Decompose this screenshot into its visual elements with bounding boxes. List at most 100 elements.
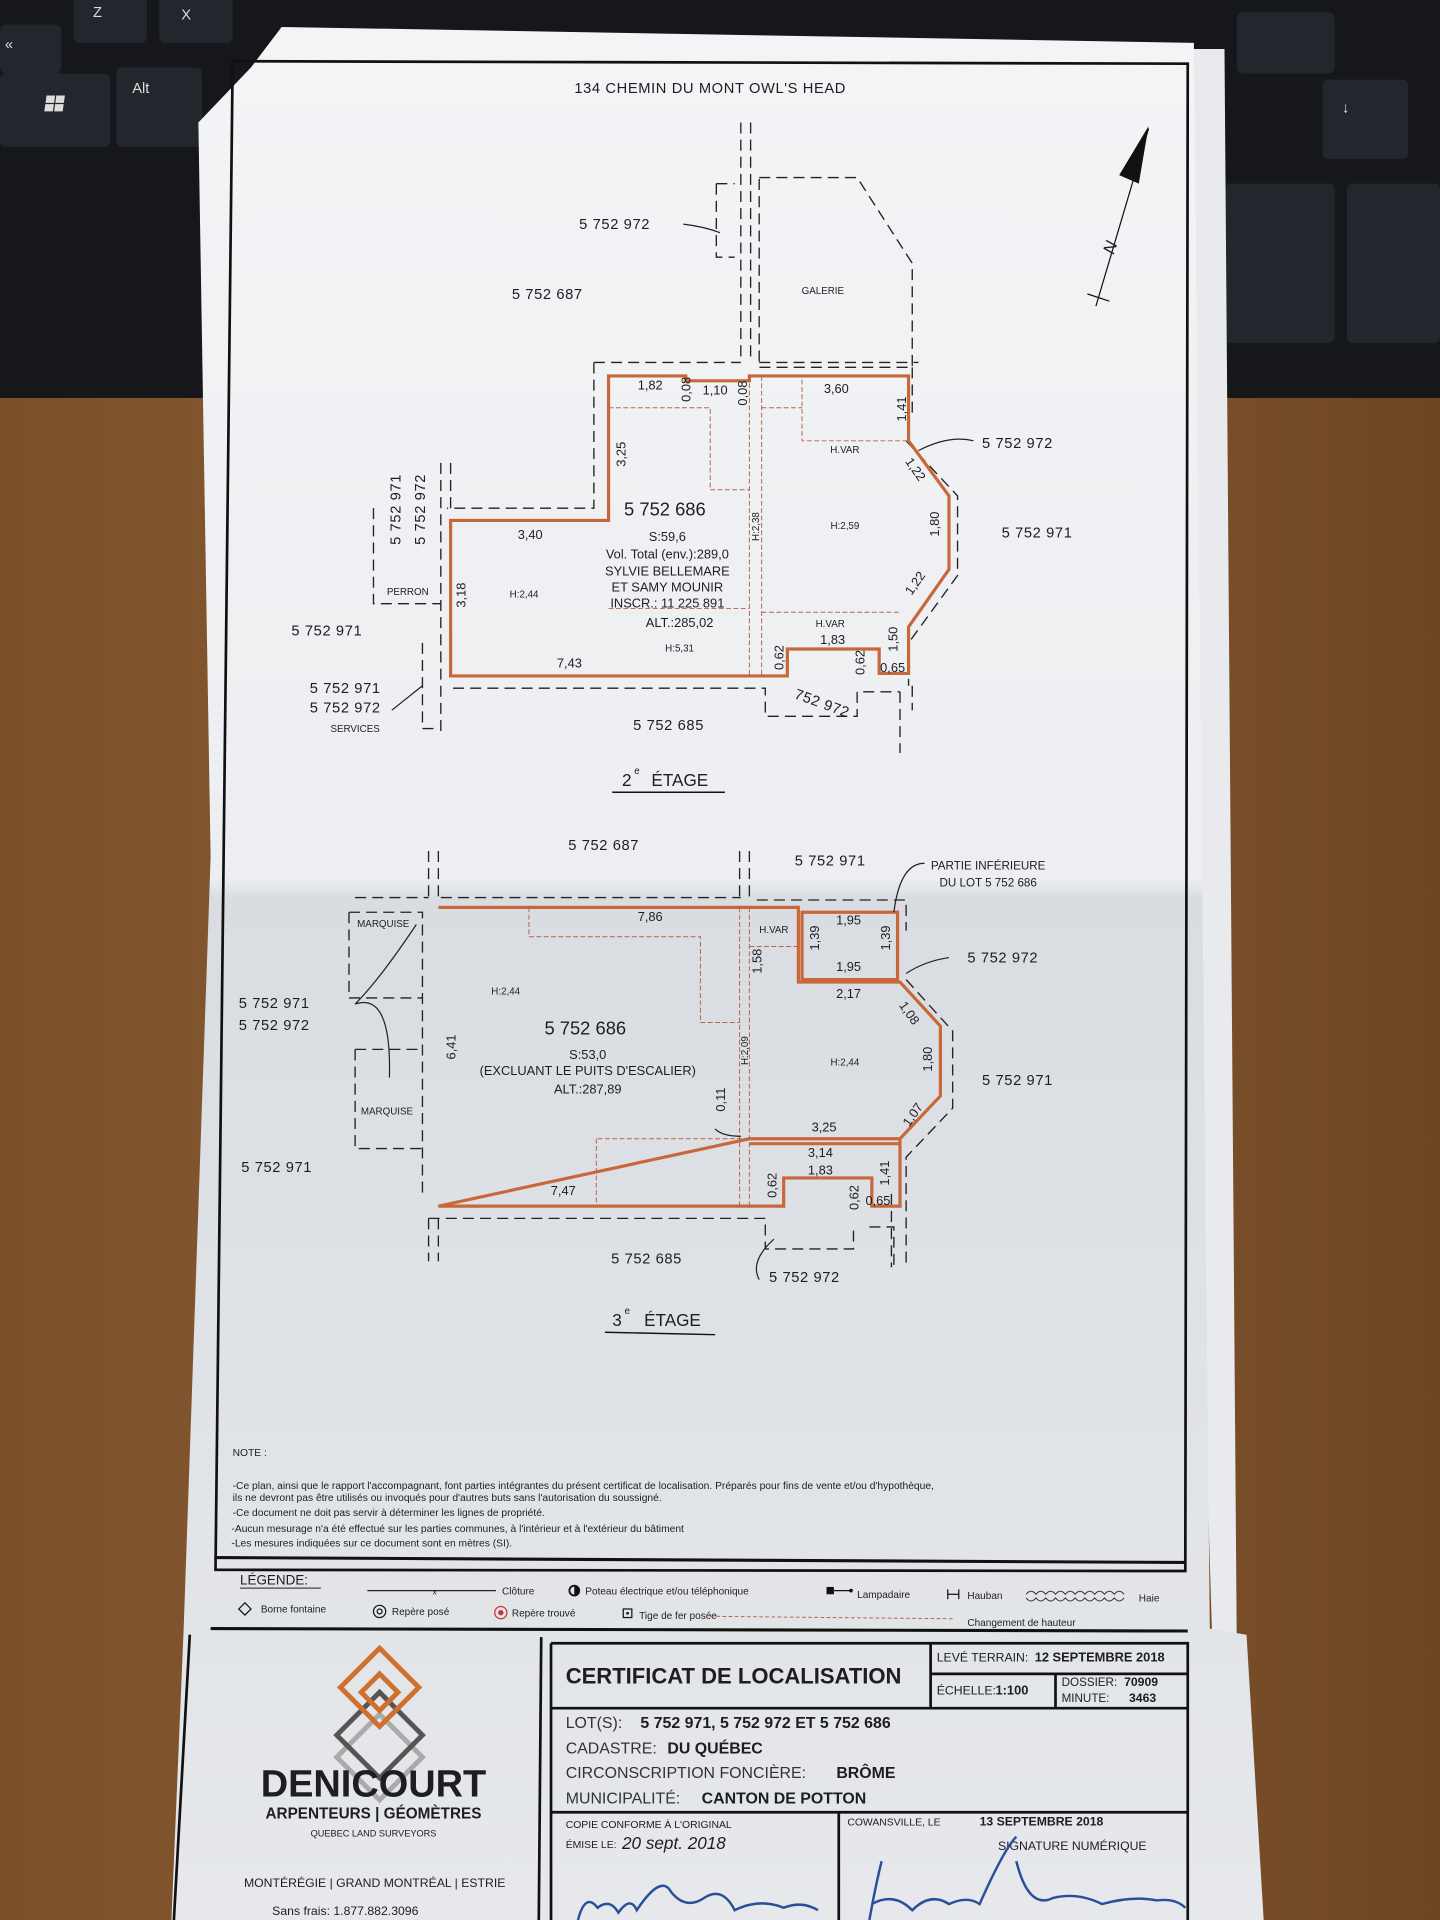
lot-number-main: 5 752 686 <box>624 499 706 520</box>
scale-value: 1:100 <box>996 1683 1029 1698</box>
note-line: -Les mesures indiquées sur ce document s… <box>231 1539 512 1550</box>
dimension: 3,14 <box>808 1145 833 1160</box>
lot-label: 5 752 685 <box>611 1252 682 1268</box>
owner-label: ET SAMY MOUNIR <box>612 579 724 594</box>
legend-title: LÉGENDE: <box>240 1572 308 1587</box>
dimension: 6,41 <box>444 1034 459 1059</box>
lots-value: 5 752 971, 5 752 972 ET 5 752 686 <box>640 1715 890 1732</box>
circonscription-value: BRÔME <box>836 1763 895 1782</box>
height-label: H:2,09 <box>740 1036 751 1065</box>
lot-label: 5 752 972 <box>413 474 429 545</box>
marquise-label: MARQUISE <box>361 1106 414 1117</box>
lamp-post-icon <box>826 1586 853 1595</box>
dimension: 7,86 <box>638 909 663 924</box>
lot-label: 5 752 971 <box>982 1073 1053 1089</box>
floor-superscript: e <box>634 766 639 777</box>
lot-label: 5 752 971 <box>241 1160 312 1176</box>
note-line: -Ce document ne doit pas servir à déterm… <box>233 1508 545 1519</box>
municipalite-value: CANTON DE POTTON <box>702 1791 867 1808</box>
copie-label: COPIE CONFORME À L'ORIGINAL <box>566 1818 732 1831</box>
svg-text:x: x <box>433 1586 438 1596</box>
key-x: X <box>181 8 191 24</box>
floor-title-3e: 3 e ÉTAGE <box>604 1306 716 1336</box>
signature-right <box>868 1835 1187 1920</box>
dimension: 1,50 <box>886 627 901 652</box>
utility-pole-icon <box>568 1584 581 1597</box>
key-z: Z <box>93 5 102 21</box>
company-name: DENICOURT <box>261 1763 487 1805</box>
dimension: 1,95 <box>836 959 861 974</box>
drawing-frame <box>214 59 1190 1573</box>
minute-value: 3463 <box>1129 1691 1156 1705</box>
dimension: 0,65 <box>865 1193 890 1208</box>
legend-item: Tige de fer posée <box>639 1611 717 1622</box>
lot-label: 5 752 971 <box>310 681 381 697</box>
key-alt: Alt <box>132 81 149 97</box>
owner-label: SYLVIE BELLEMARE <box>605 564 730 579</box>
scale-label: ÉCHELLE: <box>937 1683 996 1698</box>
height-label: H:5,31 <box>665 643 694 654</box>
legend: LÉGENDE: x Clôture Poteau électrique et/… <box>210 1556 1188 1633</box>
lots-label: LOT(S): <box>566 1715 623 1732</box>
lot-label: 5 752 685 <box>633 718 704 734</box>
dimension: 3,60 <box>824 381 849 396</box>
dimension: 1,95 <box>836 912 861 927</box>
note-line: -Ce plan, ainsi que le rapport l'accompa… <box>233 1481 934 1492</box>
dimension: 3,18 <box>453 583 468 608</box>
fence-icon: x <box>367 1586 496 1596</box>
floor-number: 2 <box>622 770 632 790</box>
paper-sheet <box>171 26 1264 1920</box>
height-label: H:2,38 <box>751 512 762 541</box>
notes-title: NOTE : <box>233 1448 267 1459</box>
key-backquote: « <box>5 37 13 53</box>
cadastre-value: DU QUÉBEC <box>667 1738 763 1757</box>
guy-wire-icon <box>947 1589 960 1600</box>
dimension: 3,25 <box>614 442 629 467</box>
floor-number: 3 <box>612 1310 622 1330</box>
dimension: 1,83 <box>808 1162 833 1177</box>
signature-label: SIGNATURE NUMÉRIQUE <box>998 1838 1147 1853</box>
altitude-label: ALT.:287,89 <box>554 1081 622 1096</box>
leve-value: 12 SEPTEMBRE 2018 <box>1035 1650 1165 1665</box>
legend-item: Hauban <box>967 1591 1002 1602</box>
lot-label: 5 752 972 <box>769 1270 840 1286</box>
surface-label: S:53,0 <box>569 1047 606 1062</box>
dimension: 1,41 <box>877 1161 892 1186</box>
lot-label: 5 752 972 <box>579 217 650 233</box>
cadastre-label: CADASTRE: <box>566 1740 657 1757</box>
place-label: COWANSVILLE, LE <box>847 1818 940 1829</box>
height-label: H.VAR <box>830 445 859 456</box>
municipalite-label: MUNICIPALITÉ: <box>566 1789 681 1808</box>
dimension: 1,39 <box>807 925 822 950</box>
height-label: H:2,44 <box>491 986 520 997</box>
height-change-icon <box>710 1615 956 1620</box>
company-logo-icon <box>333 1644 426 1804</box>
floor-title-2e: 2 e ÉTAGE <box>612 766 725 793</box>
floor-label: ÉTAGE <box>644 1310 701 1330</box>
dimension: 0,62 <box>772 645 787 670</box>
dimension: 3,40 <box>518 527 543 542</box>
iron-rod-icon <box>622 1608 633 1619</box>
height-label: H:2,44 <box>510 590 539 601</box>
dimension: 1,82 <box>638 377 663 392</box>
note-line: ils ne devront pas être utilisés ou invo… <box>233 1493 662 1504</box>
dimensions-2e: 1,82 0,08 1,10 0,08 3,60 1,41 3,25 3,40 … <box>453 377 942 675</box>
company-phone: Sans frais: 1.877.882.3096 <box>272 1904 418 1918</box>
dimension: 1,58 <box>750 949 765 974</box>
company-subtitle: QUEBEC LAND SURVEYORS <box>311 1829 437 1839</box>
hedge-icon <box>1025 1590 1125 1602</box>
legend-item: Poteau électrique et/ou téléphonique <box>585 1586 749 1597</box>
dimension: 0,65 <box>880 660 905 675</box>
key-arrow-down: ↓ <box>1342 101 1349 117</box>
signature-left <box>576 1884 819 1920</box>
dossier-label: DOSSIER: <box>1062 1676 1118 1689</box>
legend-item: Haie <box>1139 1594 1160 1605</box>
lot-label: 5 752 972 <box>239 1018 310 1034</box>
dimension: 1,80 <box>920 1047 935 1072</box>
emise-date-handwritten: 20 sept. 2018 <box>621 1833 726 1853</box>
volume-label: Vol. Total (env.):289,0 <box>606 546 729 561</box>
windows-key-icon <box>44 95 65 112</box>
lot-label: 5 752 972 <box>982 436 1053 452</box>
excluding-label: (EXCLUANT LE PUITS D'ESCALIER) <box>480 1063 696 1078</box>
